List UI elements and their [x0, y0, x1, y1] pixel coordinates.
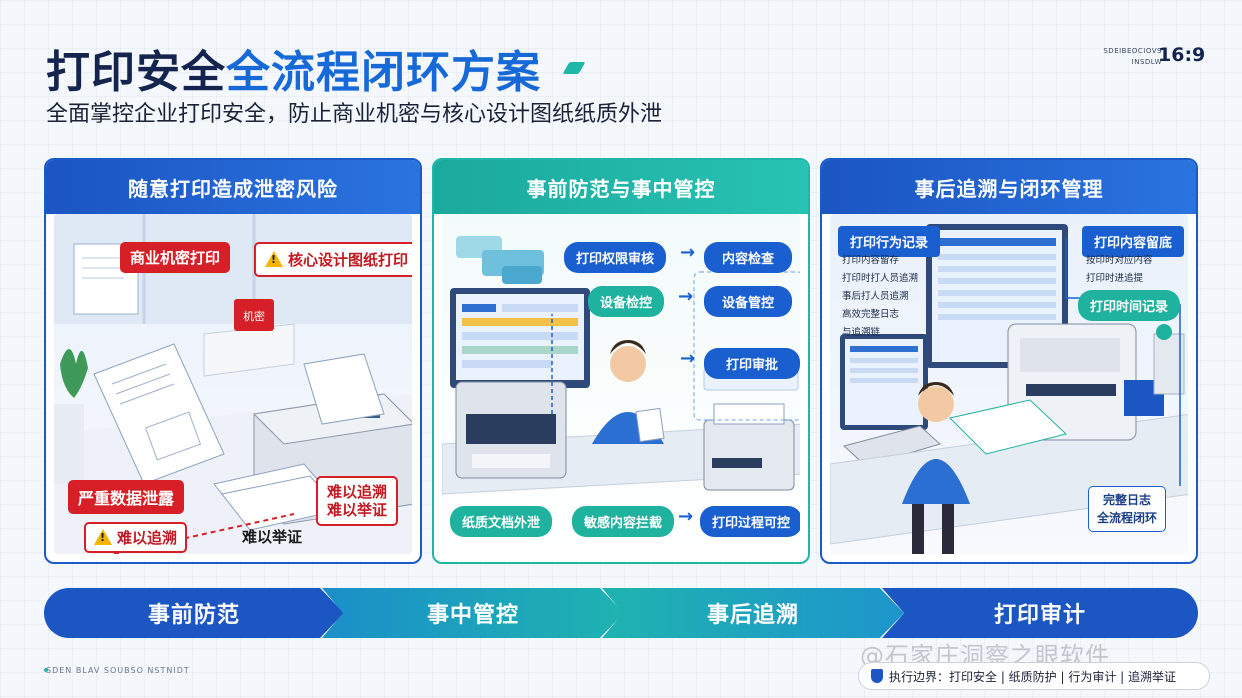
panel-control: 事前防范与事中管控	[432, 158, 810, 564]
flow-step-prevention: 事前防范	[44, 588, 344, 638]
step-content-check: 内容检查	[704, 242, 793, 273]
trace-illustration	[830, 224, 1188, 554]
arrow-right-icon: →	[680, 348, 696, 369]
result-paper-leak: 纸质文档外泄	[450, 506, 553, 537]
page-subtitle: 全面掌控企业打印安全，防止商业机密与核心设计图纸纸质外泄	[46, 102, 663, 127]
tag-untraceable: 难以追溯	[84, 522, 188, 553]
tag-design-print: 核心设计图纸打印	[254, 242, 412, 277]
printed-paper	[303, 353, 385, 425]
behavior-details: 打印内容留存 打印时打人员追溯 事后打人员追溯 高效完整日志 与追溯链	[842, 255, 919, 338]
section-behavior-record: 打印行为记录	[838, 226, 941, 257]
flow-step-audit: 打印审计	[882, 588, 1198, 638]
section-time-record: 打印时间记录	[1078, 290, 1181, 321]
label-no-evidence: 难以举证	[242, 528, 303, 546]
footer-dot	[44, 668, 48, 672]
person-head	[610, 346, 646, 382]
footer-left-text: SDEN BLAV SOUBSO NSTNIDT	[46, 666, 190, 675]
step-device-check: 设备检控	[588, 286, 665, 317]
arrow-right-icon: →	[678, 286, 694, 307]
warning-icon	[94, 529, 112, 545]
step-device-control: 设备管控	[704, 286, 793, 317]
result-process-control: 打印过程可控	[700, 506, 800, 537]
tag-data-leak: 严重数据泄露	[68, 480, 185, 514]
aspect-ratio-label: 16:9	[1158, 44, 1206, 66]
person-icon	[902, 459, 970, 504]
confidential-stamp	[234, 299, 274, 331]
small-printer-icon	[703, 419, 795, 491]
panel-risk: 随意打印造成泄密风险 机密	[44, 158, 422, 564]
section-content-keep: 打印内容留底	[1082, 226, 1185, 257]
arrow-right-icon: →	[680, 242, 696, 263]
panel-control-title: 事前防范与事中管控	[434, 160, 808, 214]
title-accent-mark	[562, 62, 586, 74]
panel-trace-body: 打印行为记录 打印内容留存 打印时打人员追溯 事后打人员追溯 高效完整日志 与追…	[830, 214, 1188, 554]
arrow-right-icon: →	[678, 506, 694, 527]
keyboard-icon	[842, 425, 941, 467]
shield-icon	[871, 669, 883, 683]
content-keep-details: 按印时对应内容 打印时进追提	[1086, 255, 1153, 284]
flow-step-trace: 事后追溯	[602, 588, 904, 638]
svg-text:机密: 机密	[243, 309, 265, 323]
complete-log-badge: 完整日志 全流程闭环	[1088, 486, 1167, 532]
tag-trace-evidence: 难以追溯难以举证	[316, 476, 399, 526]
panel-risk-title: 随意打印造成泄密风险	[46, 160, 420, 214]
panel-trace-title: 事后追溯与闭环管理	[822, 160, 1196, 214]
title-part-2: 全流程闭环方案	[226, 47, 541, 98]
page-title: 打印安全全流程闭环方案	[46, 36, 541, 100]
panel-risk-body: 机密 商业机密打印 核心设计图纸打印 严重数据泄露 难以追溯 难以举证 难以追溯…	[54, 214, 412, 554]
title-part-1: 打印安全	[46, 47, 226, 98]
step-approval: 打印审批	[704, 348, 800, 379]
flow-step-control: 事中管控	[322, 588, 624, 638]
tag-commercial-print: 商业机密打印	[120, 242, 231, 273]
corner-label: SDEIBEOCIOVS INSDLW	[1103, 47, 1162, 66]
person-head	[918, 386, 954, 422]
printed-paper	[949, 399, 1068, 455]
step-permission-review: 打印权限审核	[564, 242, 667, 273]
panel-trace: 事后追溯与闭环管理	[820, 158, 1198, 564]
result-sensitive-block: 敏感内容拦截	[572, 506, 675, 537]
footer-boundary-text: 执行边界：打印安全 | 纸质防护 | 行为审计 | 追溯举证	[889, 669, 1177, 684]
plant-icon	[60, 349, 88, 398]
control-illustration	[442, 236, 800, 495]
warning-icon	[265, 251, 283, 267]
panel-control-body: 打印权限审核 → 内容检查 设备检控 → 设备管控 → 打印审批 纸质文档外泄 …	[442, 214, 800, 554]
footer-boundary-box: 执行边界：打印安全 | 纸质防护 | 行为审计 | 追溯举证	[858, 662, 1210, 690]
